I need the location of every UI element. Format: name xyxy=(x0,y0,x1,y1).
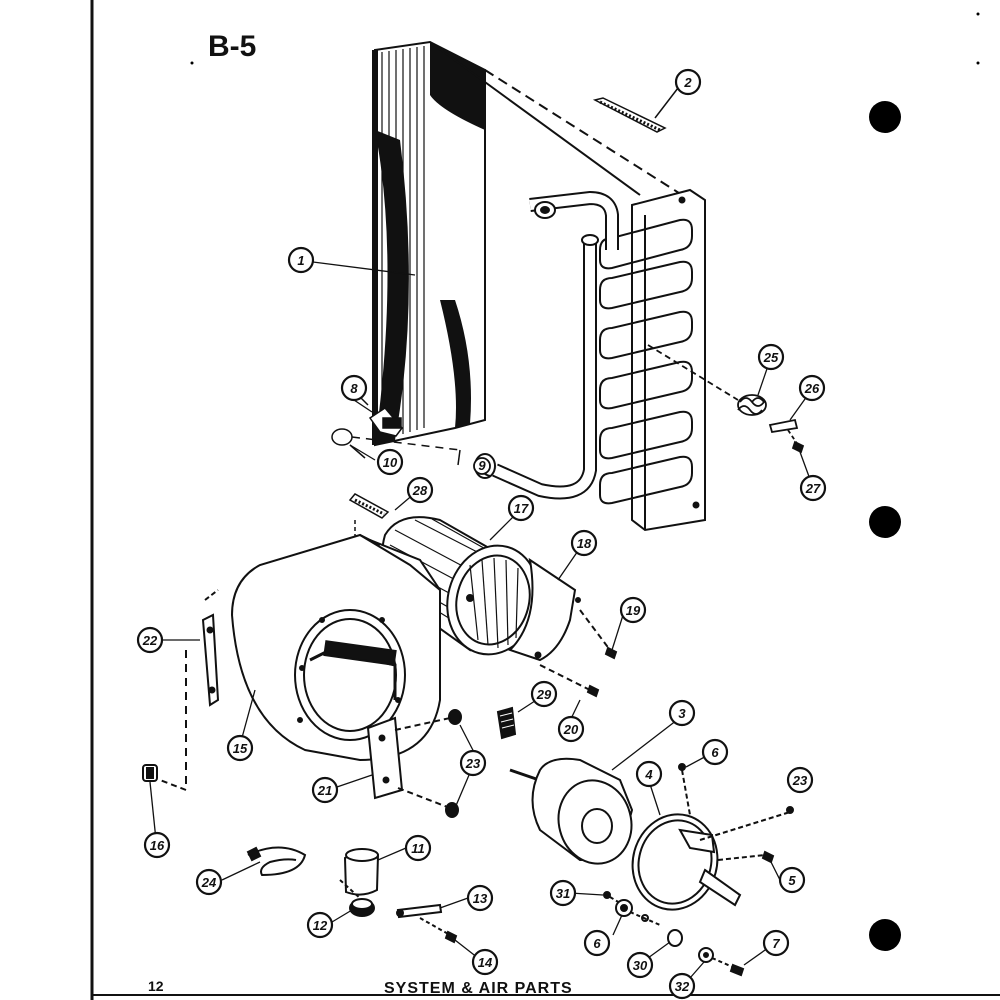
callout-8: 8 xyxy=(340,374,368,402)
page-caption: SYSTEM & AIR PARTS xyxy=(384,980,573,997)
misc-hardware-parts xyxy=(246,846,458,944)
callout-18: 18 xyxy=(570,529,598,557)
callout-10: 10 xyxy=(376,448,404,476)
callout-16: 16 xyxy=(143,831,171,859)
callout-25: 25 xyxy=(757,343,785,371)
svg-text:4: 4 xyxy=(644,767,653,782)
page-title: B-5 xyxy=(208,30,257,63)
callout-22: 22 xyxy=(136,626,164,654)
binder-hole-bottom xyxy=(869,919,901,951)
blower-wheel-part xyxy=(381,516,540,656)
spring-clip-parts xyxy=(647,344,805,454)
callout-6: 6 xyxy=(701,738,729,766)
svg-text:11: 11 xyxy=(411,841,425,856)
svg-text:23: 23 xyxy=(465,756,481,771)
svg-text:16: 16 xyxy=(150,838,165,853)
callout-14: 14 xyxy=(471,948,499,976)
callout-3: 3 xyxy=(668,699,696,727)
svg-text:2: 2 xyxy=(683,75,692,90)
callout-13: 13 xyxy=(466,884,494,912)
callout-23: 23 xyxy=(459,749,487,777)
callout-15: 15 xyxy=(226,734,254,762)
svg-text:3: 3 xyxy=(678,706,686,721)
svg-text:27: 27 xyxy=(805,481,821,496)
evaporator-coil-part xyxy=(372,40,706,532)
callout-6-lower: 6 xyxy=(583,929,611,957)
svg-text:9: 9 xyxy=(478,458,486,473)
svg-text:20: 20 xyxy=(563,722,579,737)
svg-text:10: 10 xyxy=(383,455,398,470)
svg-text:19: 19 xyxy=(626,603,641,618)
callout-32: 32 xyxy=(668,972,696,1000)
svg-text:23: 23 xyxy=(792,773,808,788)
callout-5: 5 xyxy=(778,866,806,894)
svg-text:8: 8 xyxy=(350,381,358,396)
svg-text:6: 6 xyxy=(711,745,719,760)
svg-text:7: 7 xyxy=(772,936,780,951)
page-number: 12 xyxy=(148,978,164,994)
callout-28: 28 xyxy=(406,476,434,504)
filter-strip-part xyxy=(592,87,679,133)
callout-27: 27 xyxy=(799,474,827,502)
motor-mount-part xyxy=(603,763,794,977)
binder-hole-middle xyxy=(869,506,901,538)
cutoff-plate-part xyxy=(508,557,618,698)
callout-12: 12 xyxy=(306,911,334,939)
svg-text:5: 5 xyxy=(788,873,796,888)
svg-text:12: 12 xyxy=(313,918,328,933)
callout-11: 11 xyxy=(404,834,432,862)
svg-text:32: 32 xyxy=(675,979,690,994)
callout-9: 9 xyxy=(473,457,491,475)
blower-housing-part xyxy=(142,533,517,818)
svg-text:25: 25 xyxy=(763,350,779,365)
svg-text:6: 6 xyxy=(593,936,601,951)
callouts: 1 2 3 4 5 6 6 7 8 9 10 11 12 13 14 15 16… xyxy=(136,68,827,1000)
svg-text:1: 1 xyxy=(297,253,304,268)
callout-7: 7 xyxy=(762,929,790,957)
svg-text:18: 18 xyxy=(577,536,592,551)
strip-28-part xyxy=(348,493,390,540)
svg-text:15: 15 xyxy=(233,741,248,756)
callout-2: 2 xyxy=(674,68,702,96)
svg-text:17: 17 xyxy=(514,501,529,516)
speck-dot xyxy=(976,12,980,16)
callout-31: 31 xyxy=(549,879,577,907)
callout-4: 4 xyxy=(635,760,663,788)
svg-text:28: 28 xyxy=(412,483,428,498)
speck-dot xyxy=(190,61,194,65)
callout-29: 29 xyxy=(530,680,558,708)
leader-lines xyxy=(149,261,812,979)
callout-20: 20 xyxy=(557,715,585,743)
callout-26: 26 xyxy=(798,374,826,402)
callout-30: 30 xyxy=(626,951,654,979)
speck-dot xyxy=(976,61,980,65)
svg-text:29: 29 xyxy=(536,687,552,702)
svg-text:26: 26 xyxy=(804,381,820,396)
svg-text:31: 31 xyxy=(556,886,570,901)
callout-1: 1 xyxy=(287,246,315,274)
callout-19: 19 xyxy=(619,596,647,624)
svg-text:13: 13 xyxy=(473,891,488,906)
callout-24: 24 xyxy=(195,868,223,896)
blower-motor-part xyxy=(509,757,634,865)
callout-17: 17 xyxy=(507,494,535,522)
svg-text:21: 21 xyxy=(317,783,332,798)
callout-21: 21 xyxy=(311,776,339,804)
svg-text:22: 22 xyxy=(142,633,158,648)
binder-hole-top xyxy=(869,101,901,133)
svg-text:24: 24 xyxy=(201,875,217,890)
svg-text:14: 14 xyxy=(478,955,493,970)
svg-text:30: 30 xyxy=(633,958,648,973)
callout-23-right: 23 xyxy=(786,766,814,794)
